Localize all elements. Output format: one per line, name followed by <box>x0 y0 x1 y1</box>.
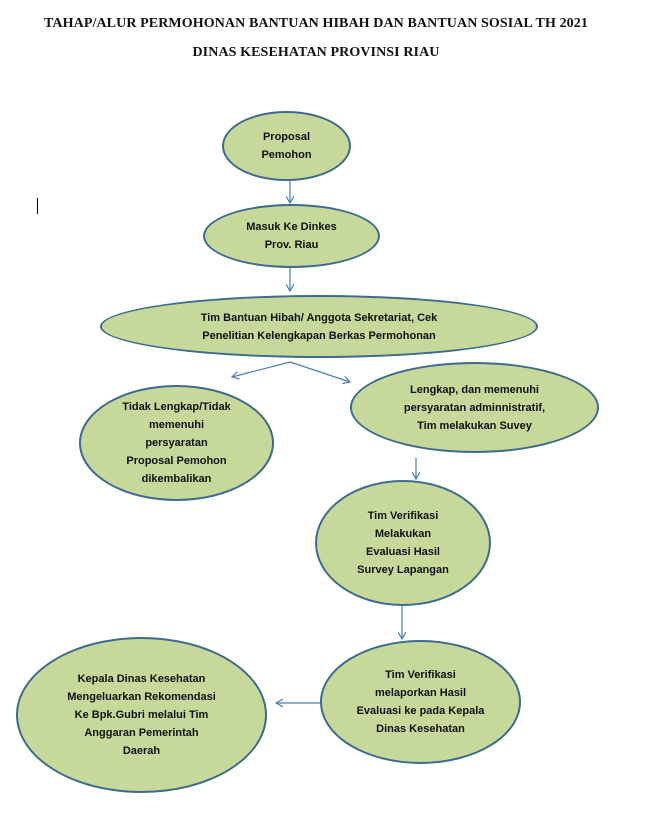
node-text: Tim Verifikasi <box>367 510 439 522</box>
node-tim-bantuan-hibah: Tim Bantuan Hibah/ Anggota Sekretariat, … <box>100 295 538 358</box>
node-text: Daerah <box>122 745 161 757</box>
node-text: Survey Lapangan <box>357 564 449 576</box>
node-text: Ke Bpk.Gubri melalui Tim <box>74 709 209 721</box>
node-text: Pemohon <box>261 149 312 161</box>
node-text: Melakukan <box>374 528 432 540</box>
page-subtitle: DINAS KESEHATAN PROVINSI RIAU <box>192 45 440 60</box>
node-text: melaporkan Hasil <box>374 687 467 699</box>
node-text: Tidak Lengkap/Tidak <box>122 401 231 413</box>
node-text: Kepala Dinas Kesehatan <box>77 673 206 685</box>
node-masuk-dinkes: Masuk Ke Dinkes Prov. Riau <box>203 204 380 268</box>
node-kepala-dinas: Kepala Dinas Kesehatan Mengeluarkan Reko… <box>16 637 267 793</box>
node-text: persyaratan adminnistratif, <box>403 401 546 414</box>
page-title: TAHAP/ALUR PERMOHONAN BANTUAN HIBAH DAN … <box>44 16 588 31</box>
node-text: Evaluasi ke pada Kepala <box>356 705 485 717</box>
arrow-to-tidak-lengkap <box>232 361 291 377</box>
arrow-to-lengkap <box>289 361 350 382</box>
node-text: Lengkap, dan memenuhi <box>410 383 539 396</box>
node-lengkap: Lengkap, dan memenuhi persyaratan adminn… <box>350 362 599 453</box>
node-text: dikembalikan <box>141 473 212 485</box>
node-proposal-pemohon: Proposal Pemohon <box>222 111 351 181</box>
node-text: Prov. Riau <box>264 239 319 251</box>
node-tidak-lengkap: Tidak Lengkap/Tidak memenuhi persyaratan… <box>79 385 274 501</box>
node-text: Dinas Kesehatan <box>376 723 465 735</box>
node-text: persyaratan <box>145 437 208 449</box>
node-verifikasi-lapor: Tim Verifikasi melaporkan Hasil Evaluasi… <box>320 640 521 764</box>
node-text: Proposal <box>262 131 311 143</box>
node-text: Tim Bantuan Hibah/ Anggota Sekretariat, … <box>200 311 438 324</box>
node-text: Masuk Ke Dinkes <box>246 221 337 233</box>
node-text: Penelitian Kelengkapan Berkas Permohonan <box>202 329 436 342</box>
node-verifikasi-evaluasi: Tim Verifikasi Melakukan Evaluasi Hasil … <box>315 480 491 606</box>
node-text: Proposal Pemohon <box>126 455 227 467</box>
node-text: Tim Verifikasi <box>385 669 456 681</box>
node-text: Mengeluarkan Rekomendasi <box>67 691 216 703</box>
node-text: memenuhi <box>148 419 204 431</box>
text-cursor <box>37 198 38 214</box>
node-text: Tim melakukan Suvey <box>417 419 532 432</box>
node-text: Anggaran Pemerintah <box>84 727 199 739</box>
node-text: Evaluasi Hasil <box>366 546 440 558</box>
